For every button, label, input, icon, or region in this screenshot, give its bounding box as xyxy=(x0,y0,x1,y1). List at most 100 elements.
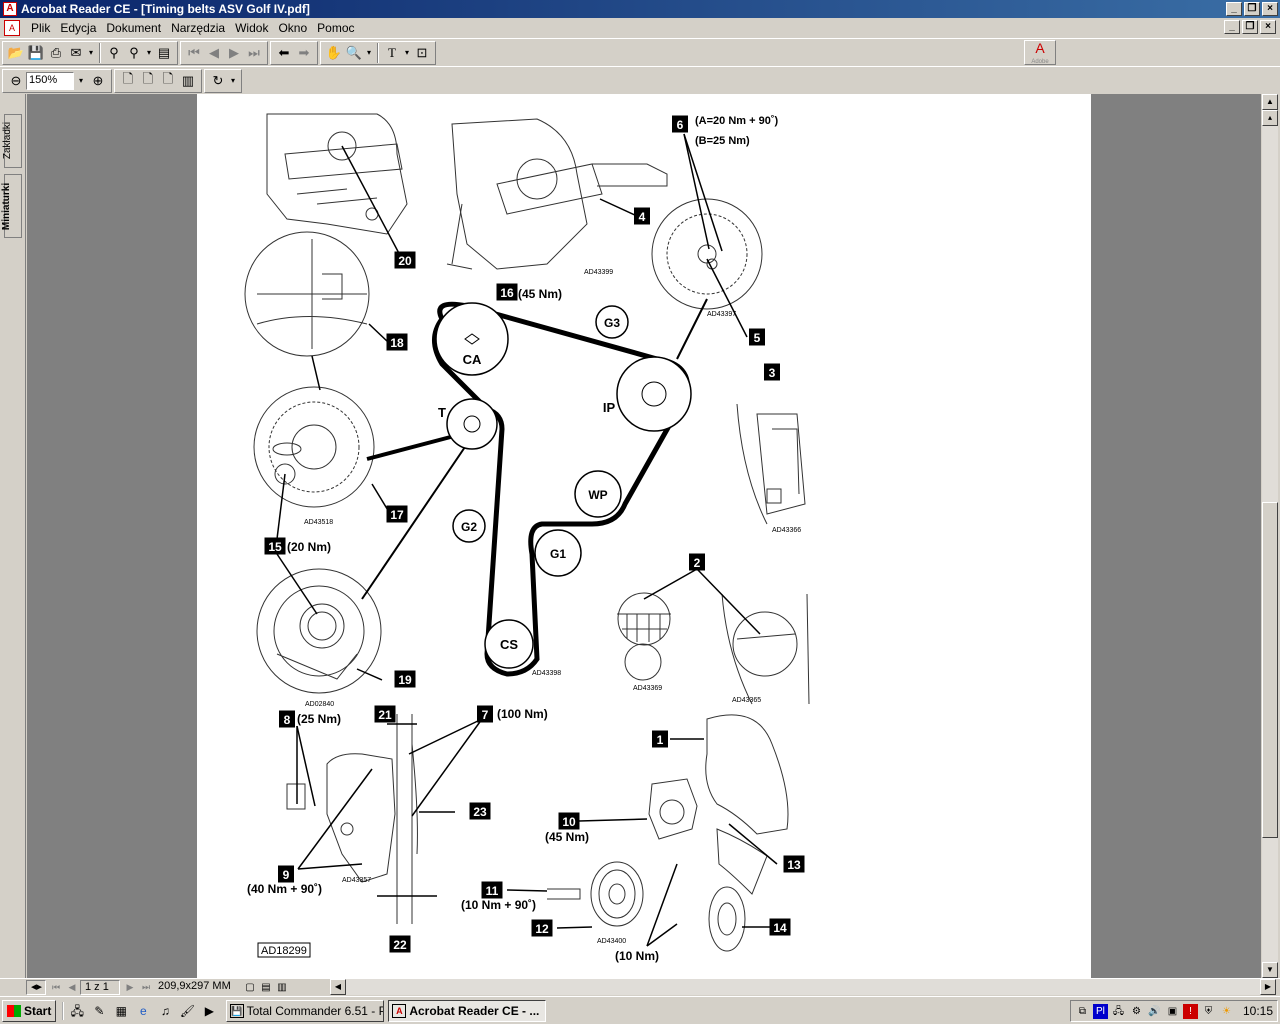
taskbar-total-commander[interactable]: 💾 Total Commander 6.51 - P... xyxy=(226,999,385,1022)
scroll-up-arrow-icon[interactable]: ▲ xyxy=(1262,94,1278,110)
go-forward-icon[interactable]: ➡ xyxy=(298,44,310,60)
menu-view[interactable]: Widok xyxy=(235,21,269,35)
facing-icon[interactable]: ▥ xyxy=(277,982,287,993)
scroll-up-page-icon[interactable]: ▴ xyxy=(1262,110,1278,126)
go-back-icon[interactable]: ⬅ xyxy=(278,44,290,60)
pages-panel-icon[interactable]: ▤ xyxy=(157,44,171,60)
total-commander-icon: 💾 xyxy=(230,1003,244,1018)
calculator-icon[interactable]: ▦ xyxy=(115,1003,128,1018)
find-binoculars-icon[interactable]: ⚲ xyxy=(109,44,119,60)
text-select-icon[interactable]: T xyxy=(388,44,396,60)
pulley-t xyxy=(446,398,498,450)
zoom-tool-icon[interactable]: 🔍 xyxy=(345,44,363,60)
scroll-down-arrow-icon[interactable]: ▼ xyxy=(1262,962,1278,978)
label-torques-t11: (10 Nm + 90˚) xyxy=(461,898,536,912)
tab-thumbnails[interactable]: Miniaturki xyxy=(1,174,22,238)
last-page-status-icon[interactable]: ⏭ xyxy=(141,982,151,992)
tray-alert-icon[interactable]: ! xyxy=(1182,1003,1198,1019)
tab-bookmarks[interactable]: Zakładki xyxy=(2,114,22,168)
chevron-down-icon[interactable]: ▾ xyxy=(78,76,83,85)
last-page-icon[interactable]: ⏭ xyxy=(248,44,260,60)
internet-explorer-icon[interactable]: e xyxy=(140,1003,147,1018)
pulley-g3 xyxy=(595,305,629,339)
zoom-level-input[interactable]: 150% xyxy=(26,71,74,90)
paint-icon[interactable]: 🖌 xyxy=(179,1003,195,1018)
media-icon[interactable]: ♫ xyxy=(160,1003,170,1018)
scroll-right-arrow-icon[interactable]: ▶ xyxy=(1260,979,1276,995)
chevron-down-icon[interactable]: ▾ xyxy=(88,48,93,57)
actual-size-icon[interactable]: 🗋 xyxy=(122,70,134,86)
close-button[interactable]: × xyxy=(1262,2,1278,16)
minimize-button[interactable]: _ xyxy=(1226,2,1242,16)
menu-window[interactable]: Okno xyxy=(278,21,308,35)
taskbar-acrobat-reader[interactable]: A Acrobat Reader CE - ... xyxy=(388,999,547,1022)
chevron-down-icon[interactable]: ▾ xyxy=(146,48,151,57)
tray-sun-icon[interactable]: ☀ xyxy=(1221,1005,1231,1017)
tray-antivirus-icon[interactable]: ⚙ xyxy=(1131,1005,1141,1017)
label-torques-t16: (45 Nm) xyxy=(518,287,562,301)
menu-tools[interactable]: Narzędzia xyxy=(171,21,226,35)
menu-help[interactable]: Pomoc xyxy=(317,21,355,35)
svg-text:8: 8 xyxy=(284,713,291,727)
menu-edit[interactable]: Edycja xyxy=(60,21,97,35)
winamp-icon[interactable]: ▶ xyxy=(204,1003,214,1018)
doc-minimize-button[interactable]: _ xyxy=(1224,20,1240,34)
doc-restore-button[interactable]: ❐ xyxy=(1242,20,1258,34)
network-icon[interactable]: 🖧 xyxy=(70,1003,85,1018)
tray-app-icon[interactable]: ⧉ xyxy=(1078,1005,1087,1017)
tray-pl-icon[interactable]: Pl xyxy=(1092,1003,1108,1019)
next-page-status-icon[interactable]: ▶ xyxy=(126,982,134,992)
callout-12: 12 xyxy=(531,919,553,937)
tensioner-sketch-10 xyxy=(648,778,698,840)
doc-close-button[interactable]: × xyxy=(1260,20,1276,34)
print-icon[interactable]: ⎙ xyxy=(50,44,62,60)
fit-width-icon[interactable]: 🗋 xyxy=(162,70,174,86)
continuous-icon[interactable]: ▤ xyxy=(261,982,271,993)
tray-volume-icon[interactable]: 🔊 xyxy=(1148,1005,1161,1017)
menu-bar: A Plik Edycja Dokument Narzędzia Widok O… xyxy=(0,18,1280,38)
tools-toolbar-group: ✋ 🔍 ▾ T ▾ ⊡ xyxy=(320,40,436,65)
menu-file[interactable]: Plik xyxy=(31,21,51,35)
tab-bookmarks-label: Zakładki xyxy=(2,121,14,160)
previous-page-icon[interactable]: ◀ xyxy=(209,44,219,60)
snapshot-tool-icon[interactable]: ⊡ xyxy=(416,44,428,60)
hand-tool-icon[interactable]: ✋ xyxy=(325,44,343,60)
first-page-icon[interactable]: ⏮ xyxy=(188,44,200,60)
chevron-down-icon[interactable]: ▾ xyxy=(366,48,371,57)
reflow-icon[interactable]: ▥ xyxy=(181,72,195,88)
chevron-down-icon[interactable]: ▾ xyxy=(230,76,235,85)
prev-page-status-icon[interactable]: ◀ xyxy=(68,982,76,992)
callout-21: 21 xyxy=(374,705,396,723)
save-icon[interactable]: 💾 xyxy=(27,44,45,60)
tray-display-icon[interactable]: ▣ xyxy=(1167,1005,1178,1017)
scroll-left-arrow-icon[interactable]: ◀ xyxy=(330,979,346,995)
vertical-scrollbar[interactable]: ▲ ▴ ▼ xyxy=(1262,94,1278,978)
zoom-in-icon[interactable]: ⊕ xyxy=(92,72,104,88)
acrobat-task-icon: A xyxy=(392,1003,407,1018)
menu-document[interactable]: Dokument xyxy=(106,21,162,35)
tray-shield-icon[interactable]: ⛨ xyxy=(1204,1005,1213,1017)
acrobat-app-icon[interactable]: A xyxy=(3,2,17,16)
first-page-status-icon[interactable]: ⏮ xyxy=(51,982,61,992)
page-number-field[interactable]: 1 z 1 xyxy=(80,980,120,995)
open-folder-icon[interactable]: 📂 xyxy=(7,44,25,60)
chevron-down-icon[interactable]: ▾ xyxy=(404,48,409,57)
vertical-scroll-thumb[interactable] xyxy=(1262,502,1278,838)
label-codes-ad43400: AD43400 xyxy=(597,938,626,945)
single-page-icon[interactable]: ▢ xyxy=(245,982,255,993)
tray-network-icon[interactable]: 🖧 xyxy=(1112,1005,1125,1017)
restore-button[interactable]: ❐ xyxy=(1244,2,1260,16)
start-button[interactable]: Start xyxy=(2,999,57,1022)
next-page-icon[interactable]: ▶ xyxy=(229,44,239,60)
notepad-icon[interactable]: ✎ xyxy=(94,1003,105,1018)
search-binoculars-icon[interactable]: ⚲ xyxy=(129,44,139,60)
document-icon[interactable]: A xyxy=(4,20,20,36)
pane-toggle-icon[interactable]: ◂▸ xyxy=(26,980,46,995)
email-icon[interactable]: ✉ xyxy=(70,44,82,60)
horizontal-scrollbar[interactable]: ◀ ▶ xyxy=(330,979,1276,995)
zoom-out-icon[interactable]: ⊖ xyxy=(10,72,22,88)
fit-page-icon[interactable]: 🗋 xyxy=(142,70,154,86)
rotate-view-icon[interactable]: ↻ xyxy=(212,72,224,88)
